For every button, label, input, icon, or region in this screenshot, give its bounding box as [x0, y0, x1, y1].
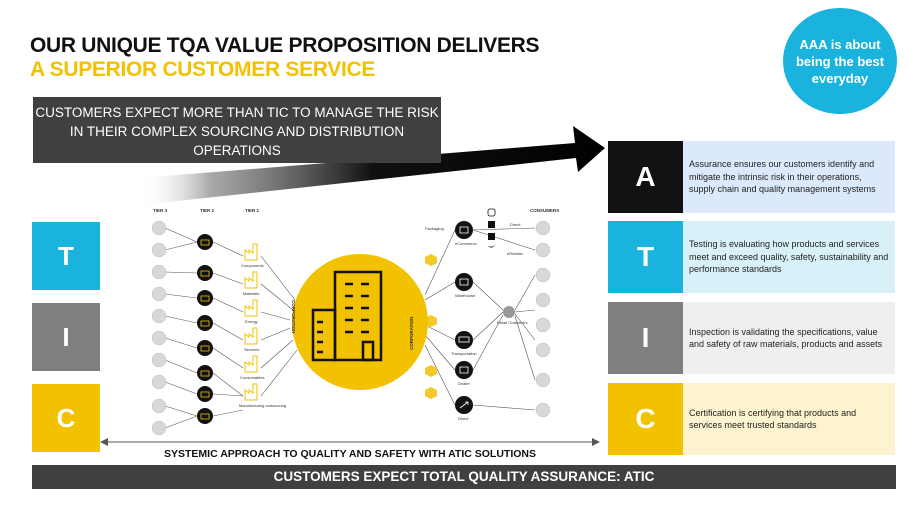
systemic-approach-caption: SYSTEMIC APPROACH TO QUALITY AND SAFETY … — [164, 448, 536, 460]
side-tile-inspection: I — [32, 303, 100, 371]
twitter-icon — [488, 244, 496, 248]
retail-customers-icon — [503, 306, 515, 318]
atic-desc-certification: Certification is certifying that product… — [683, 383, 895, 455]
channel-label: Transportation — [451, 351, 477, 356]
tier3-label: TIER 3 — [153, 208, 168, 213]
page-title: OUR UNIQUE TQA VALUE PROPOSITION DELIVER… — [30, 34, 540, 57]
atic-row-inspection: I Inspection is validating the specifica… — [608, 302, 895, 374]
tier1-label: TIER 1 — [245, 208, 260, 213]
tier1-item: Components — [241, 263, 264, 268]
tier1-item: Consumables — [240, 375, 264, 380]
eretailer-label: eRetailer — [507, 251, 524, 256]
corporation-circle — [292, 254, 428, 390]
channel-label: eCommerce — [455, 241, 478, 246]
channel-label: Direct — [458, 416, 469, 421]
atic-letter-a: A — [608, 141, 683, 213]
tier1-item: Materials — [243, 291, 259, 296]
atic-row-assurance: A Assurance ensures our customers identi… — [608, 141, 895, 213]
footer-banner: CUSTOMERS EXPECT TOTAL QUALITY ASSURANCE… — [32, 465, 896, 489]
building-icon — [311, 270, 383, 362]
atic-letter-t: T — [608, 221, 683, 293]
tier1-item: Energy — [245, 319, 258, 324]
supply-chain-diagram: TIER 3 TIER 2 TIER 1 CONSUMERS — [151, 208, 559, 436]
atic-letter-c: C — [608, 383, 683, 455]
packaging-label: Packaging — [425, 226, 444, 231]
facebook-icon — [488, 221, 495, 228]
tier1-item: Services — [244, 347, 259, 352]
retail-label: Retail Customers — [497, 320, 528, 325]
channel-label: Dealer — [458, 381, 470, 386]
linkedin-icon — [488, 233, 495, 240]
channel-label: Warehouse — [455, 293, 476, 298]
atic-row-testing: T Testing is evaluating how products and… — [608, 221, 895, 293]
side-tile-testing: T — [32, 222, 100, 290]
double-arrow — [100, 438, 600, 446]
atic-row-certification: C Certification is certifying that produ… — [608, 383, 895, 455]
tier1-item: Manufacturing outsourcing — [239, 403, 286, 408]
atic-letter-i: I — [608, 302, 683, 374]
social-icons — [487, 208, 496, 248]
side-tile-certification: C — [32, 384, 100, 452]
consumers-label: CONSUMERS — [530, 208, 559, 213]
aaa-badge: AAA is about being the best everyday — [783, 8, 897, 114]
instagram-icon — [487, 208, 496, 217]
corporation-left-label: CORPORATION — [291, 300, 296, 333]
tier2-label: TIER 2 — [200, 208, 215, 213]
atic-desc-assurance: Assurance ensures our customers identify… — [683, 141, 895, 213]
page-subtitle: A SUPERIOR CUSTOMER SERVICE — [30, 58, 376, 81]
customer-expectation-banner: CUSTOMERS EXPECT MORE THAN TIC TO MANAGE… — [33, 97, 441, 163]
direct-small-label: Direct — [510, 222, 521, 227]
corporation-right-label: CORPORATION — [409, 317, 414, 350]
atic-desc-inspection: Inspection is validating the specificati… — [683, 302, 895, 374]
atic-desc-testing: Testing is evaluating how products and s… — [683, 221, 895, 293]
